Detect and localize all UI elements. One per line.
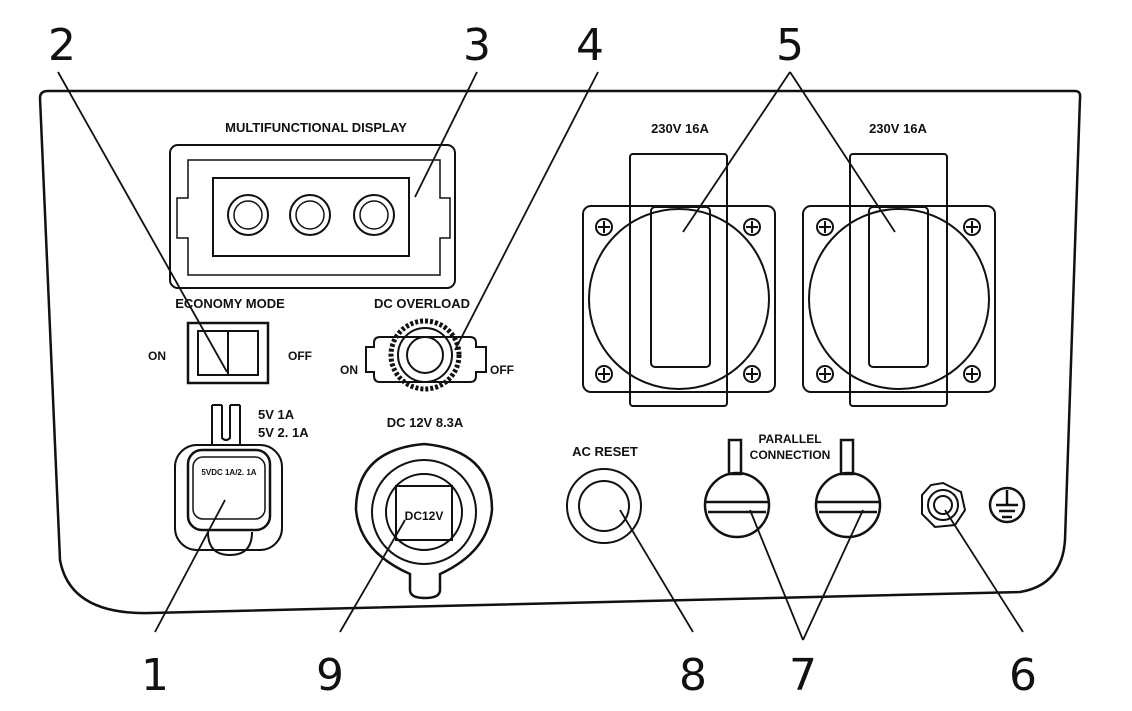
display-title: MULTIFUNCTIONAL DISPLAY [225,120,407,135]
parallel-title-line-1: PARALLEL [758,432,821,446]
dc-overload-breaker[interactable]: DC OVERLOAD ON OFF [340,296,514,392]
economy-mode-off-label: OFF [288,349,312,363]
callout-number-7: 7 [789,650,817,701]
dc-outlet-rating: DC 12V 8.3A [387,415,464,430]
multifunctional-display: MULTIFUNCTIONAL DISPLAY [169,120,456,289]
display-digit-2 [289,194,331,236]
ac-outlet-left[interactable]: 230V 16A [582,121,776,407]
ground-icon [988,486,1026,524]
parallel-terminal-left[interactable] [703,438,771,539]
panel-outline [38,89,1082,615]
dc-overload-off-label: OFF [490,363,514,377]
dc-12v-outlet[interactable]: DC 12V 8.3A DC12V [354,415,494,600]
ac-outlet-left-rating: 230V 16A [651,121,709,136]
callout-number-1: 1 [141,650,169,701]
dc-outlet-port-text: DC12V [405,509,444,523]
ground-terminal[interactable] [921,481,967,529]
screw-icon [595,218,761,383]
economy-mode-title: ECONOMY MODE [175,296,285,311]
ac-reset-button[interactable]: AC RESET [566,444,642,544]
ac-outlet-right[interactable]: 230V 16A [802,121,996,407]
usb-port-text: 5VDC 1A/2. 1A [201,468,256,477]
display-digit-3 [353,194,395,236]
usb-rating-1: 5V 1A [258,407,295,422]
callout-number-3: 3 [463,20,491,71]
leader-lines [57,71,1024,641]
callout-number-2: 2 [48,20,76,71]
screw-icon [816,218,981,383]
parallel-terminal-right[interactable] [814,438,882,539]
usb-rating-2: 5V 2. 1A [258,425,309,440]
callout-number-9: 9 [316,650,344,701]
callout-number-8: 8 [679,650,707,701]
ac-outlet-right-rating: 230V 16A [869,121,927,136]
parallel-connection[interactable]: PARALLEL CONNECTION [703,432,882,539]
callout-number-5: 5 [776,20,804,71]
parallel-title-line-2: CONNECTION [750,448,831,462]
display-digit-1 [227,194,269,236]
usb-outlet[interactable]: 5V 1A 5V 2. 1A 5VDC 1A/2. 1A [174,404,309,557]
economy-mode-switch[interactable]: ECONOMY MODE ON OFF [148,296,312,385]
dc-overload-title: DC OVERLOAD [374,296,470,311]
callout-number-6: 6 [1009,650,1037,701]
dc-overload-on-label: ON [340,363,358,377]
callout-number-4: 4 [576,20,604,71]
ac-reset-title: AC RESET [572,444,638,459]
economy-mode-on-label: ON [148,349,166,363]
